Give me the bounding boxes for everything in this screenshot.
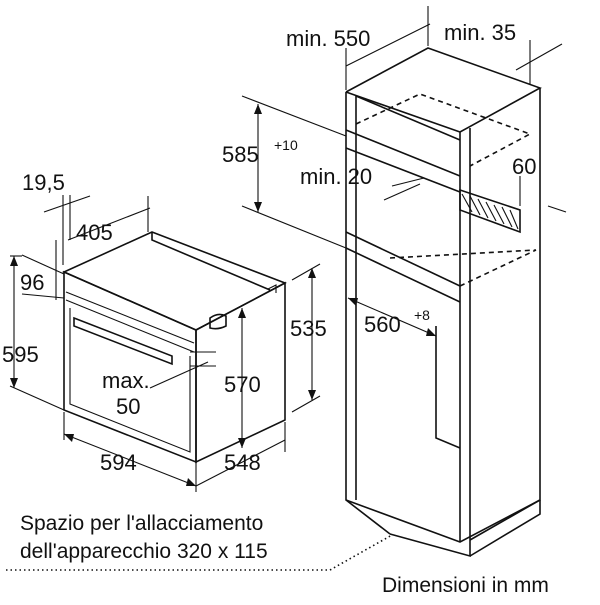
label-594: 594 <box>100 450 137 475</box>
note-connection-line2: dell'apparecchio 320 x 115 <box>20 540 268 563</box>
label-min-20: min. 20 <box>300 164 372 189</box>
connection-leader <box>6 534 393 571</box>
oven-dimension-lines <box>9 195 321 492</box>
vent-hatch <box>461 193 519 230</box>
label-570: 570 <box>224 372 261 397</box>
label-max: max. <box>102 368 150 393</box>
label-548: 548 <box>224 450 261 475</box>
label-595: 595 <box>2 342 39 367</box>
label-560-tolerance: +8 <box>414 307 430 323</box>
label-min-35: min. 35 <box>444 20 516 45</box>
label-535: 535 <box>290 316 327 341</box>
label-min-550: min. 550 <box>286 26 370 51</box>
cabinet-drawing <box>345 47 542 558</box>
label-585: 585 <box>222 142 259 167</box>
note-connection-line1: Spazio per l'allacciamento <box>20 512 263 535</box>
label-96: 96 <box>20 270 44 295</box>
cabinet-dimension-lines <box>241 6 567 337</box>
label-585-tolerance: +10 <box>274 137 298 153</box>
label-19-5: 19,5 <box>22 170 65 195</box>
label-50: 50 <box>116 394 140 419</box>
label-60: 60 <box>512 154 536 179</box>
oven-drawing <box>62 231 287 464</box>
note-units: Dimensioni in mm <box>382 574 549 597</box>
label-560: 560 <box>364 312 401 337</box>
label-405: 405 <box>76 220 113 245</box>
